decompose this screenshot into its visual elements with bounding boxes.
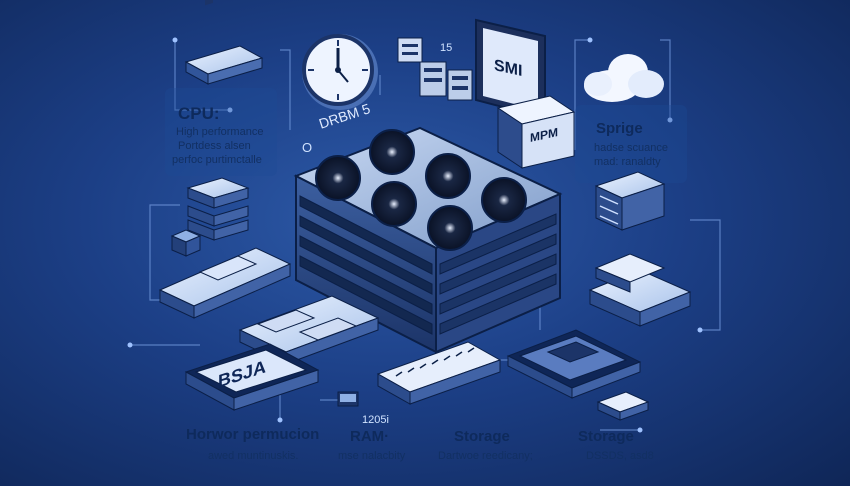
bottom-title-2: RAM· [350,428,390,445]
monitor-icon [475,18,546,120]
small-chip-icon [337,391,359,407]
bottom-sub-1: awed muntinuskis. [208,450,299,462]
cloud-icon [584,54,664,102]
ram-modules-left [158,247,292,319]
cpu-line-3: perfoc purtimctalle [172,154,262,166]
bottom-title-1: Horwor permucion [186,426,320,443]
sprige-panel-bg [575,105,687,183]
cpu-panel-bg [165,88,277,176]
bottom-title-3: Storage [454,428,510,445]
cpu-title: CPU: [178,104,220,123]
bottom-title-4: Storage [578,428,634,445]
main-server-icon [293,126,563,354]
mini-server-icons [397,37,473,101]
sprige-line-1: hadse scuance [594,142,668,154]
sprige-line-2: mad: ranaldty [594,156,661,168]
small-ssd-icon [596,391,650,421]
o-label: O [302,140,313,155]
fan-icon [315,129,527,251]
chip-icon [184,343,320,411]
sprige-title: Sprige [596,120,643,137]
ssd-stack-icon [588,253,692,327]
ram-stick-icon [184,0,264,85]
small-cube-icon [170,229,202,257]
top-small-number: 15 [440,42,453,54]
clock-icon [302,34,378,110]
bottom-sub-2: mse nalacbity [338,450,406,462]
bottom-sub-3: Dartwoe reedicany; [438,450,533,462]
bottom-top-2: 1205i [362,414,389,426]
left-disk-stack [186,177,250,241]
bottom-sub-4: DSSDS, asd8 [586,450,654,462]
cpu-line-1: High performance [176,126,264,138]
mpm-device-icon [496,95,576,169]
cpu-line-2: Portdess alsen [178,140,251,152]
ram-strip-icon [376,341,502,405]
right-disk-stack [594,171,666,231]
ssd-icon [506,329,642,399]
